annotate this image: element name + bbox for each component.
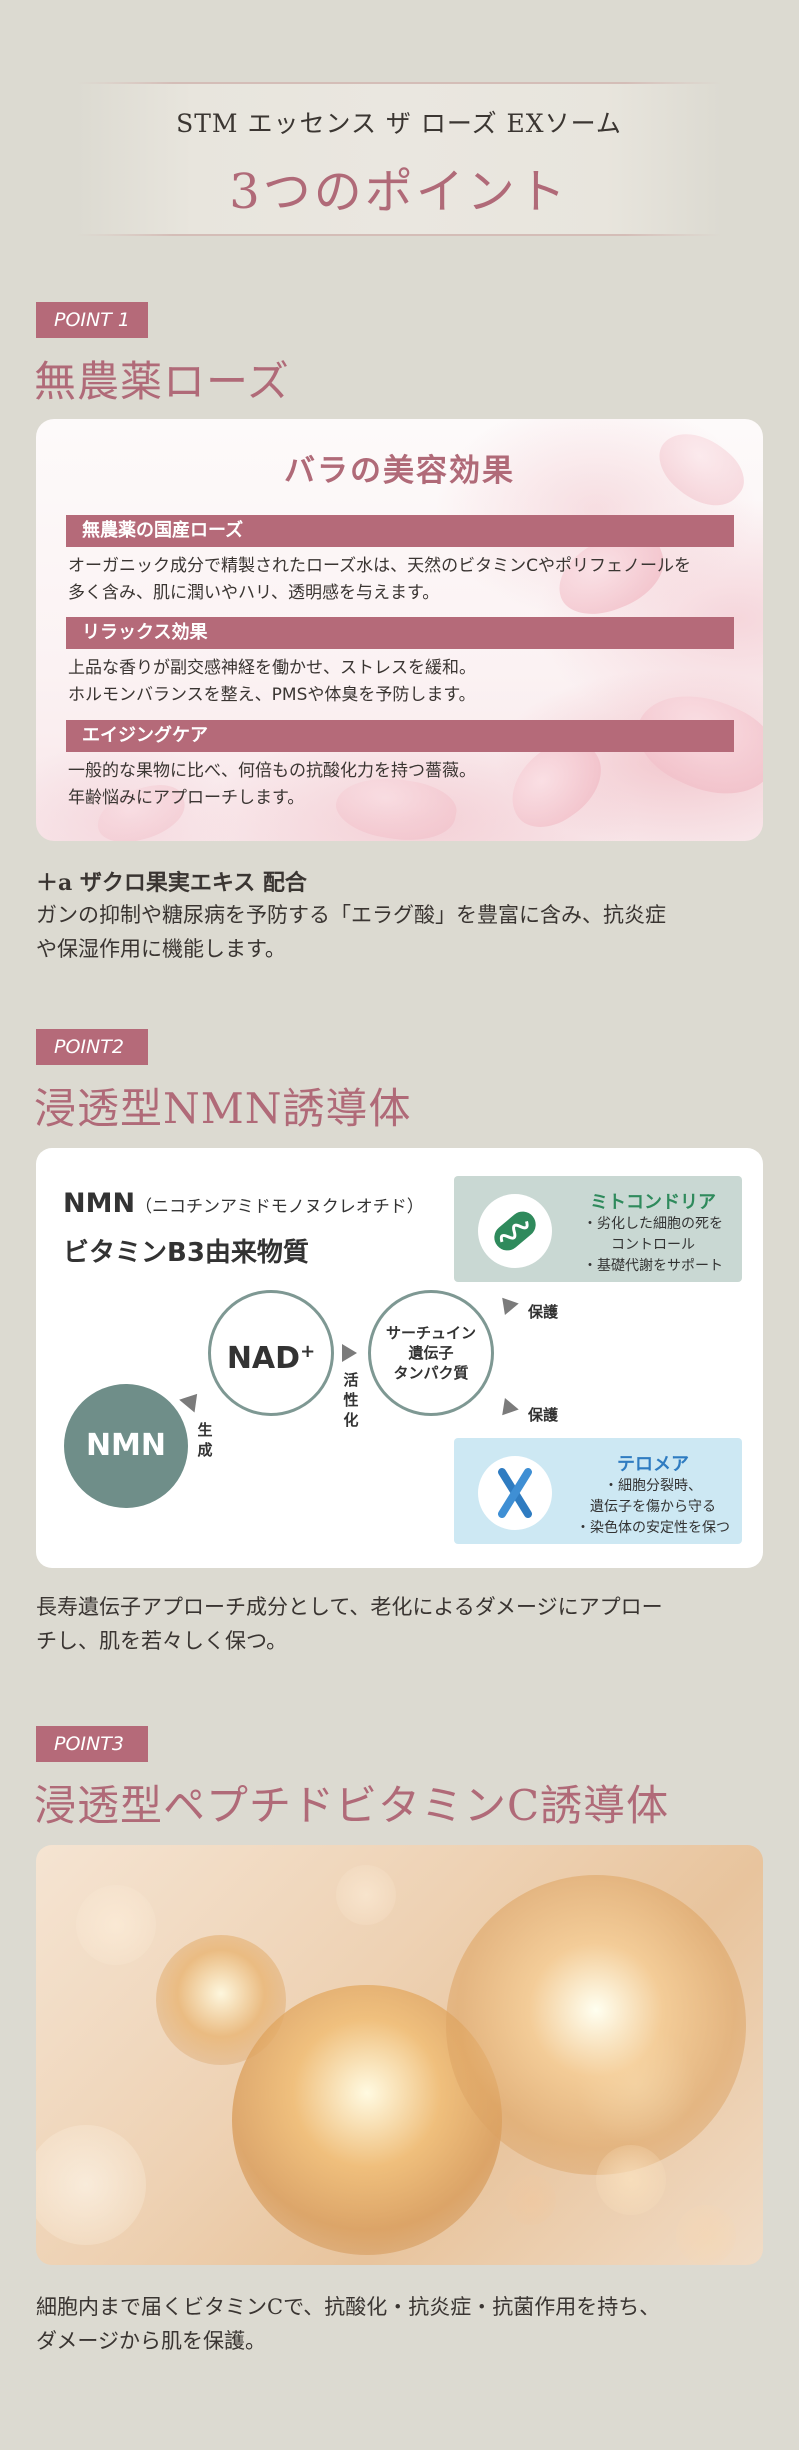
arrow-icon: [495, 1397, 519, 1422]
benefit-text: オーガニック成分で精製されたローズ水は、天然のビタミンCやポリフェノールを 多く…: [68, 553, 738, 607]
label-char: 成: [197, 1441, 213, 1459]
activate-label: 活 性 化: [342, 1370, 360, 1430]
point2-title: 浸透型NMN誘導体: [34, 1084, 412, 1133]
box-text-line: ・基礎代謝をサポート: [583, 1258, 723, 1274]
point3-title: 浸透型ペプチドビタミンC誘導体: [34, 1781, 670, 1830]
mitochondria-box: ミトコンドリア ・劣化した細胞の死を コントロール ・基礎代謝をサポート: [454, 1176, 742, 1282]
box-text-line: 遺伝子を傷から守る: [590, 1499, 716, 1515]
benefit-text: 一般的な果物に比べ、何倍もの抗酸化力を持つ薔薇。 年齢悩みにアプローチします。: [68, 758, 738, 812]
benefit-text: 上品な香りが副交感神経を働かせ、ストレスを緩和。 ホルモンバランスを整え、PMS…: [68, 655, 738, 709]
pomegranate-heading: ＋a ザクロ果実エキス 配合: [36, 870, 307, 896]
mitochondria-title: ミトコンドリア: [590, 1192, 716, 1213]
nmn-origin: ビタミンB3由来物質: [63, 1238, 309, 1268]
rose-benefits-card: バラの美容効果 無農薬の国産ローズ オーガニック成分で精製されたローズ水は、天然…: [36, 419, 763, 841]
nmn-diagram-card: NMN（ニコチンアミドモノヌクレオチド） ビタミンB3由来物質 ミトコンドリア …: [36, 1148, 763, 1568]
nmn-circle: NMN: [64, 1384, 188, 1508]
benefit-heading: リラックス効果: [66, 617, 734, 649]
rose-card-title: バラの美容効果: [284, 453, 515, 489]
telomere-title: テロメア: [617, 1454, 689, 1475]
benefit-text-line: 年齢悩みにアプローチします。: [68, 788, 305, 808]
chromosome-icon: [478, 1456, 552, 1530]
protect-label: 保護: [528, 1303, 559, 1321]
nmn-description: 長寿遺伝子アプローチ成分として、老化によるダメージにアプロー チし、肌を若々しく…: [36, 1590, 766, 1658]
sirtuin-line: サーチュイン: [385, 1324, 476, 1342]
benefit-text-line: ホルモンバランスを整え、PMSや体臭を予防します。: [68, 685, 476, 705]
vitamin-c-description: 細胞内まで届くビタミンCで、抗酸化・抗炎症・抗菌作用を持ち、 ダメージから肌を保…: [36, 2290, 766, 2358]
sirtuin-line: タンパク質: [393, 1364, 469, 1382]
bubble-decoration: [76, 1885, 156, 1965]
point1-title: 無農薬ローズ: [34, 357, 290, 406]
header-line-top: [76, 82, 722, 84]
box-text-line: コントロール: [611, 1237, 695, 1253]
benefit-text-line: 多く含み、肌に潤いやハリ、透明感を与えます。: [68, 583, 440, 603]
label-char: 性: [343, 1391, 359, 1409]
pomegranate-description: ガンの抑制や糖尿病を予防する「エラグ酸」を豊富に含み、抗炎症 や保湿作用に機能し…: [36, 898, 766, 966]
benefit-text-line: 一般的な果物に比べ、何倍もの抗酸化力を持つ薔薇。: [68, 761, 476, 781]
bubble-decoration: [676, 2205, 736, 2265]
benefit-text-line: オーガニック成分で精製されたローズ水は、天然のビタミンCやポリフェノールを: [68, 556, 692, 576]
header-line-bottom: [76, 234, 722, 236]
bubble-decoration: [36, 2125, 146, 2245]
telomere-box: テロメア ・細胞分裂時、 遺伝子を傷から守る ・染色体の安定性を保つ: [454, 1438, 742, 1544]
sirtuin-circle: サーチュイン 遺伝子 タンパク質: [368, 1290, 494, 1416]
benefit-text-line: 上品な香りが副交感神経を働かせ、ストレスを緩和。: [68, 658, 476, 678]
header-banner: STM エッセンス ザ ローズ EXソーム 3つのポイント: [76, 82, 722, 236]
description-line: 細胞内まで届くビタミンCで、抗酸化・抗炎症・抗菌作用を持ち、: [36, 2295, 661, 2319]
nmn-abbrev: NMN: [63, 1188, 136, 1219]
generate-label: 生 成: [196, 1420, 214, 1460]
description-line: ダメージから肌を保護。: [36, 2329, 266, 2353]
point2-badge: POINT2: [36, 1029, 148, 1065]
vitamin-c-image: [36, 1845, 763, 2265]
protect-label: 保護: [528, 1406, 559, 1424]
benefit-heading: 無農薬の国産ローズ: [66, 515, 734, 547]
description-line: ガンの抑制や糖尿病を予防する「エラグ酸」を豊富に含み、抗炎症: [36, 903, 666, 927]
label-char: 生: [197, 1421, 213, 1439]
point1-badge: POINT 1: [36, 302, 148, 338]
label-char: 化: [343, 1411, 359, 1429]
bubble-decoration: [596, 2145, 666, 2215]
benefit-heading: エイジングケア: [66, 720, 734, 752]
page-title: 3つのポイント: [229, 164, 569, 220]
description-line: や保湿作用に機能します。: [36, 937, 286, 961]
bubble-decoration: [336, 1865, 396, 1925]
nad-circle: NAD+: [208, 1290, 334, 1416]
description-line: 長寿遺伝子アプローチ成分として、老化によるダメージにアプロー: [36, 1595, 663, 1619]
box-text-line: ・劣化した細胞の死を: [583, 1216, 723, 1232]
nad-superscript: +: [300, 1341, 316, 1362]
nmn-fullname: （ニコチンアミドモノヌクレオチド）: [135, 1197, 424, 1217]
description-line: チし、肌を若々しく保つ。: [36, 1629, 288, 1653]
nad-label: NAD: [226, 1341, 301, 1376]
mitochondria-text: ・劣化した細胞の死を コントロール ・基礎代謝をサポート: [564, 1214, 742, 1277]
point3-badge: POINT3: [36, 1726, 148, 1762]
sirtuin-line: 遺伝子: [408, 1344, 454, 1362]
label-char: 活: [343, 1371, 359, 1389]
arrow-icon: [342, 1344, 357, 1362]
bubble-decoration: [446, 1875, 746, 2175]
arrow-icon: [179, 1387, 205, 1413]
nmn-label: NMN（ニコチンアミドモノヌクレオチド）: [63, 1188, 424, 1219]
box-text-line: ・染色体の安定性を保つ: [576, 1520, 730, 1536]
product-name: STM エッセンス ザ ローズ EXソーム: [176, 109, 622, 138]
bubble-decoration: [506, 2175, 556, 2225]
mitochondria-icon: [478, 1194, 552, 1268]
telomere-text: ・細胞分裂時、 遺伝子を傷から守る ・染色体の安定性を保つ: [564, 1476, 742, 1539]
box-text-line: ・細胞分裂時、: [604, 1478, 702, 1494]
arrow-icon: [495, 1291, 519, 1316]
